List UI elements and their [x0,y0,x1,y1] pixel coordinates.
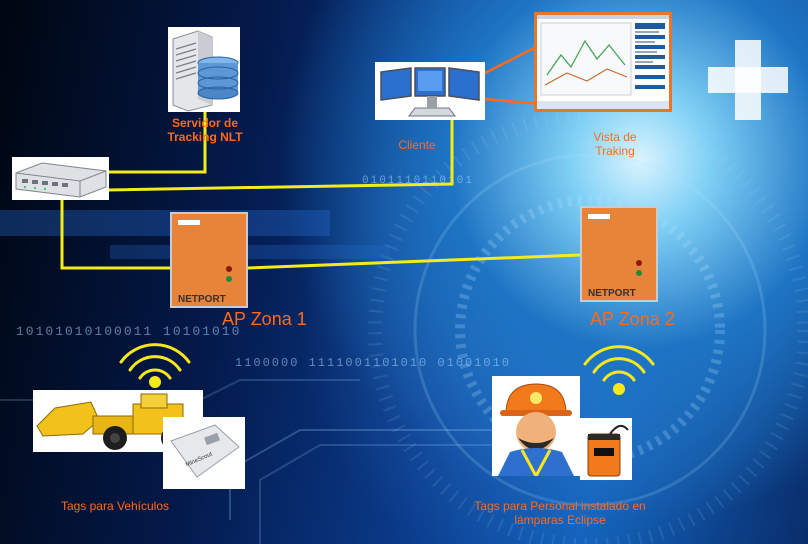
wifi-signal-icon [583,345,655,395]
server-label: Servidor de Tracking NLT [140,116,270,144]
ap-brand-label: NETPORT [588,288,636,299]
ap-zone-1-label: AP Zona 1 [222,309,307,329]
tracking-screenshot-icon [537,15,669,109]
cap-lamp-tile [580,418,632,480]
status-led-red [226,266,232,272]
ap-brand-label: NETPORT [178,294,226,305]
vehicle-tags-label: Tags para Vehículos [60,499,170,513]
status-led-green [226,276,232,282]
client-workstation-icon [380,67,480,117]
view-label: Vista de Traking [560,130,670,158]
ap-zone-2-label: AP Zona 2 [590,309,675,329]
tracking-screenshot [534,12,672,112]
access-point-icon [588,214,610,219]
status-led-red [636,260,642,266]
wifi-signal-icon [119,343,191,388]
binary-text-row-1: 10101010100011 10101010 [16,324,242,339]
client-label: Cliente [398,138,436,152]
status-led-green [636,270,642,276]
personnel-tags-label-line-2: lámparas Eclipse [514,513,606,527]
network-switch [12,157,109,200]
miner-avatar-icon [498,383,574,480]
view-label-line-2: Traking [595,144,635,158]
vehicle-tag-icon [170,424,240,478]
network-switch-icon [15,162,107,198]
binary-text-row-2: 1100000 1111001101010 01001010 [235,356,512,370]
personnel-tags-label: Tags para Personal instalado en lámparas… [445,499,675,527]
vehicle-tag-tile: MineScout [163,417,245,489]
cap-lamp-icon [587,424,629,477]
server-icon [172,30,239,112]
server-label-line-2: Tracking NLT [167,130,243,144]
server-label-line-1: Servidor de [171,116,239,130]
miner-tile [492,376,580,480]
client-tile [375,62,485,120]
view-label-line-1: Vista de [593,130,637,144]
access-point-zone-1: NETPORT [170,212,248,308]
personnel-tags-label-line-1: Tags para Personal instalado en [474,499,646,513]
access-point-icon [178,220,200,225]
access-point-zone-2: NETPORT [580,206,658,302]
server-tile [168,27,240,112]
